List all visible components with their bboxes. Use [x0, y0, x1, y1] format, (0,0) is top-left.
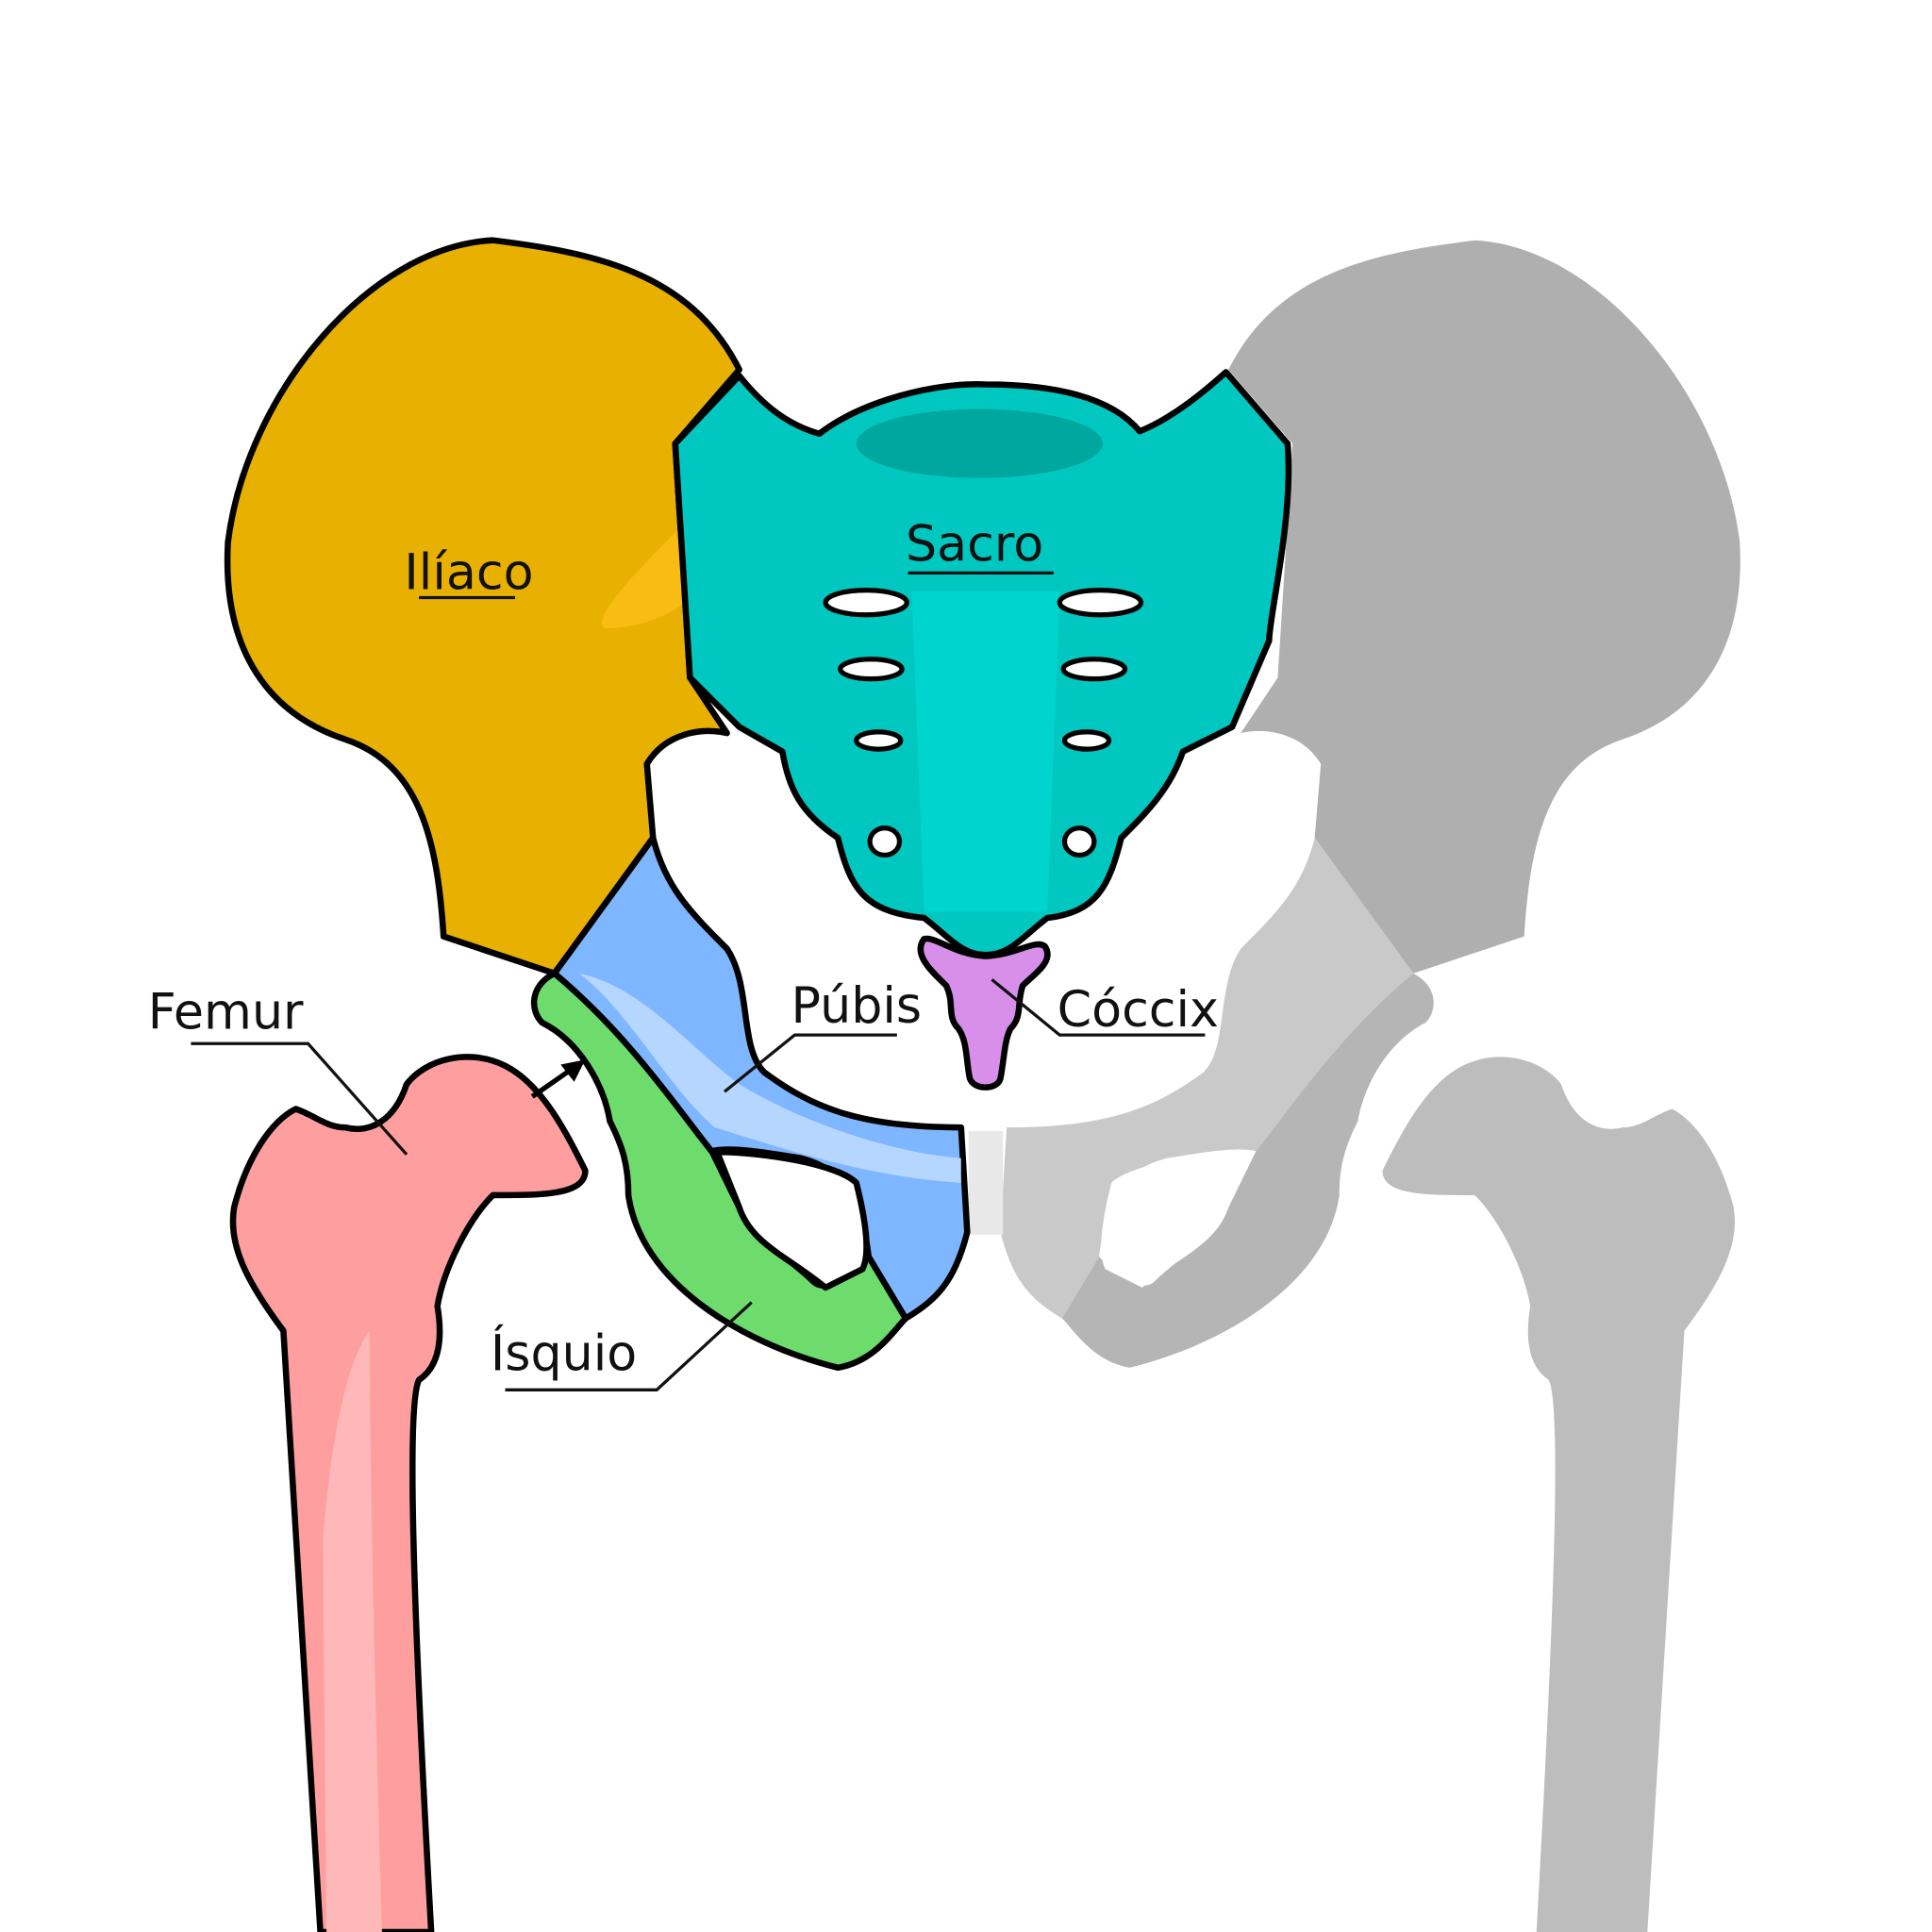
right-ischium-bone	[1061, 973, 1434, 1368]
label-femur-text: Femur	[148, 985, 304, 1041]
label-pubis-text: Púbis	[791, 978, 923, 1035]
label-ischium-text: Ísquio	[491, 1324, 637, 1382]
leader-line	[991, 978, 1206, 1037]
sacral-foramen	[823, 588, 909, 618]
right-iliac-bone	[1228, 240, 1740, 974]
leader-line	[191, 1041, 408, 1156]
right-side-grey-bones	[1000, 240, 1740, 1932]
iliac-highlight	[601, 517, 691, 629]
pubic-symphysis	[968, 1131, 1004, 1235]
sacral-foramen	[1060, 657, 1128, 682]
coccyx-bone	[917, 935, 1051, 1091]
sacral-foramen	[1061, 729, 1112, 752]
femur-shaft-highlight	[323, 1330, 382, 1932]
sacral-foramina	[823, 588, 1144, 858]
sacral-foramen	[1057, 588, 1144, 618]
label-femur: Femur	[148, 985, 408, 1156]
pubis-highlight	[578, 973, 961, 1183]
label-pubis: Púbis	[723, 978, 923, 1093]
leader-line	[723, 1033, 897, 1093]
right-femur-bone	[1382, 1057, 1735, 1932]
right-obturator-foramen	[1101, 1152, 1251, 1288]
label-ischium: Ísquio	[491, 1301, 753, 1391]
sacral-foramen	[1061, 825, 1097, 858]
femur-bone	[229, 1054, 589, 1932]
sacral-foramen	[867, 825, 903, 858]
label-coccyx-text: Cóccix	[1058, 982, 1219, 1039]
leader-line	[505, 1301, 753, 1391]
right-pubis-bone	[1000, 838, 1414, 1319]
sacral-foramen	[838, 657, 905, 682]
label-iliac-text: Ilíaco	[404, 544, 533, 601]
obturator-foramen	[713, 1148, 870, 1291]
label-coccyx: Cóccix	[991, 978, 1219, 1039]
label-sacrum-text: Sacro	[906, 516, 1043, 573]
label-sacrum: Sacro	[906, 516, 1054, 575]
arrowhead-icon	[560, 1059, 586, 1082]
sacral-promontory	[856, 408, 1103, 478]
hip-joint-arrow	[530, 1066, 575, 1099]
sacral-foramen	[854, 729, 904, 752]
label-iliac: Ilíaco	[404, 544, 533, 601]
sacrum-center-highlight	[911, 591, 1060, 912]
